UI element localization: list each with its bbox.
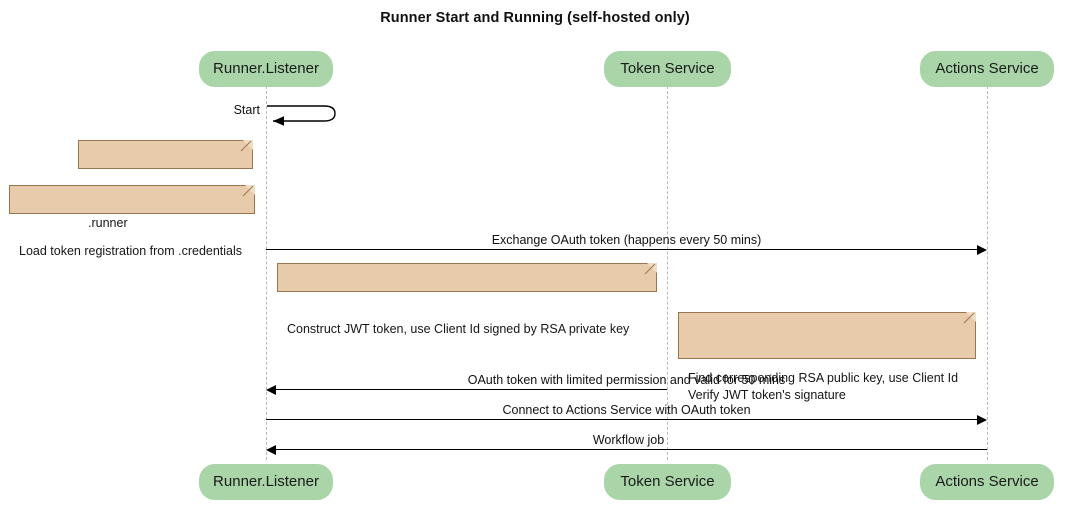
note-construct-jwt: Construct JWT token, use Client Id signe… [277, 263, 657, 336]
note-construct-jwt-text: Construct JWT token, use Client Id signe… [287, 322, 630, 336]
message-connect-actions-service-label: Connect to Actions Service with OAuth to… [502, 403, 751, 417]
message-exchange-oauth-token-line [266, 249, 977, 250]
diagram-title: Runner Start and Running (self-hosted on… [380, 10, 690, 26]
message-start-loop [260, 100, 342, 130]
participant-runner-top[interactable]: Runner.Listener [199, 51, 333, 87]
participant-actions-bottom[interactable]: Actions Service [920, 464, 1054, 500]
participant-actions-bottom-label: Actions Service [935, 473, 1039, 490]
message-workflow-job-arrowhead [266, 444, 276, 455]
participant-token-top-label: Token Service [620, 60, 715, 77]
participant-actions-top-label: Actions Service [935, 60, 1039, 77]
participant-runner-bottom-label: Runner.Listener [213, 473, 319, 490]
note-load-config: Load config info from .runner [78, 140, 253, 230]
message-exchange-oauth-token-label: Exchange OAuth token (happens every 50 m… [491, 233, 762, 247]
participant-token-bottom[interactable]: Token Service [604, 464, 731, 500]
participant-token-bottom-label: Token Service [620, 473, 715, 490]
note-fold-icon [966, 312, 976, 322]
note-fold-icon [243, 140, 253, 150]
message-workflow-job-line [276, 449, 987, 450]
note-verify-jwt: Find corresponding RSA public key, use C… [678, 312, 976, 402]
lifeline-runner [266, 86, 267, 460]
self-loop-icon [267, 105, 336, 126]
note-verify-jwt-text: Find corresponding RSA public key, use C… [688, 371, 959, 402]
message-oauth-token-response-label: OAuth token with limited permission and … [467, 373, 786, 387]
lifeline-token [667, 86, 668, 460]
note-load-token-registration: Load token registration from .credential… [9, 185, 255, 258]
message-workflow-job-label: Workflow job [592, 433, 665, 447]
participant-actions-top[interactable]: Actions Service [920, 51, 1054, 87]
message-connect-actions-service-arrowhead [977, 414, 987, 425]
participant-token-top[interactable]: Token Service [604, 51, 731, 87]
note-fold-icon [245, 185, 255, 195]
note-fold-icon [647, 263, 657, 273]
message-start-label: Start [233, 103, 260, 117]
participant-runner-bottom[interactable]: Runner.Listener [199, 464, 333, 500]
message-oauth-token-response-arrowhead [266, 384, 276, 395]
lifeline-actions [987, 86, 988, 460]
message-exchange-oauth-token-arrowhead [977, 244, 987, 255]
participant-runner-top-label: Runner.Listener [213, 60, 319, 77]
message-connect-actions-service-line [266, 419, 977, 420]
note-load-token-registration-text: Load token registration from .credential… [19, 244, 243, 258]
message-oauth-token-response-line [276, 389, 667, 390]
